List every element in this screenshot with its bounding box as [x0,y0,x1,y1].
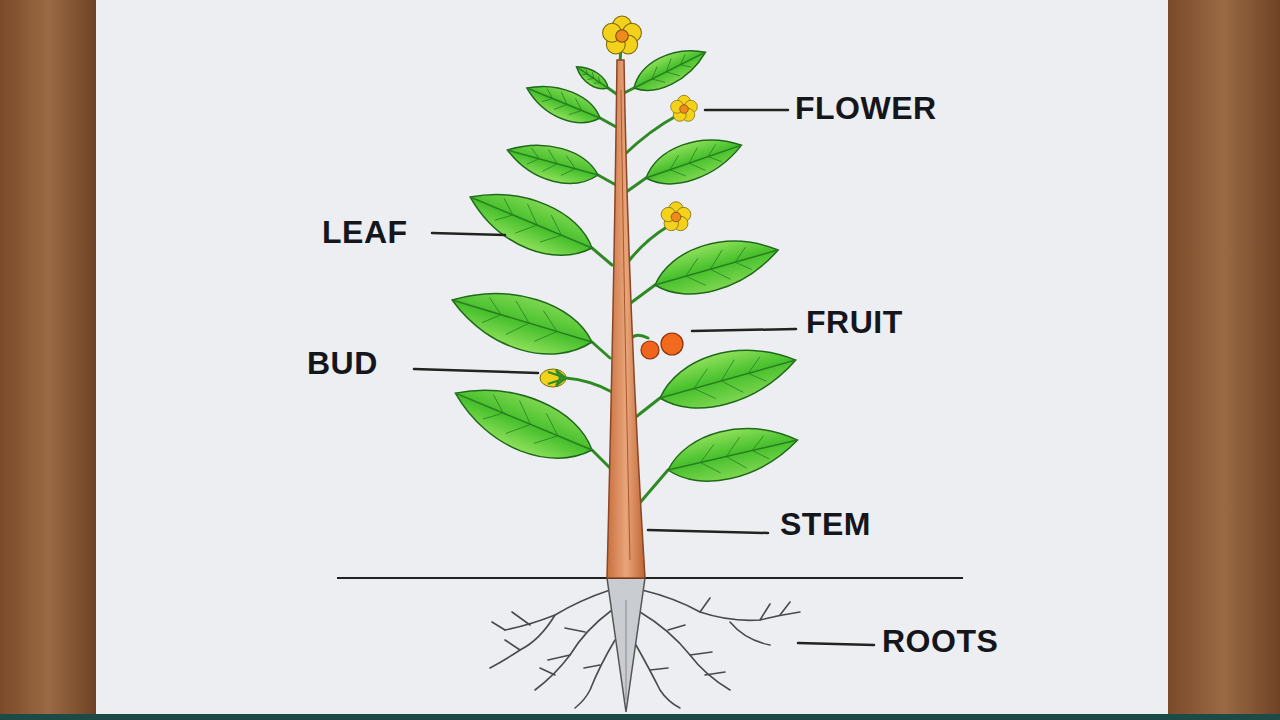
part-label: STEM [780,508,871,540]
part-label: FLOWER [795,92,937,124]
part-label: LEAF [322,216,408,248]
part-label: BUD [307,347,378,379]
part-label: ROOTS [882,625,998,657]
part-label: FRUIT [806,306,903,338]
